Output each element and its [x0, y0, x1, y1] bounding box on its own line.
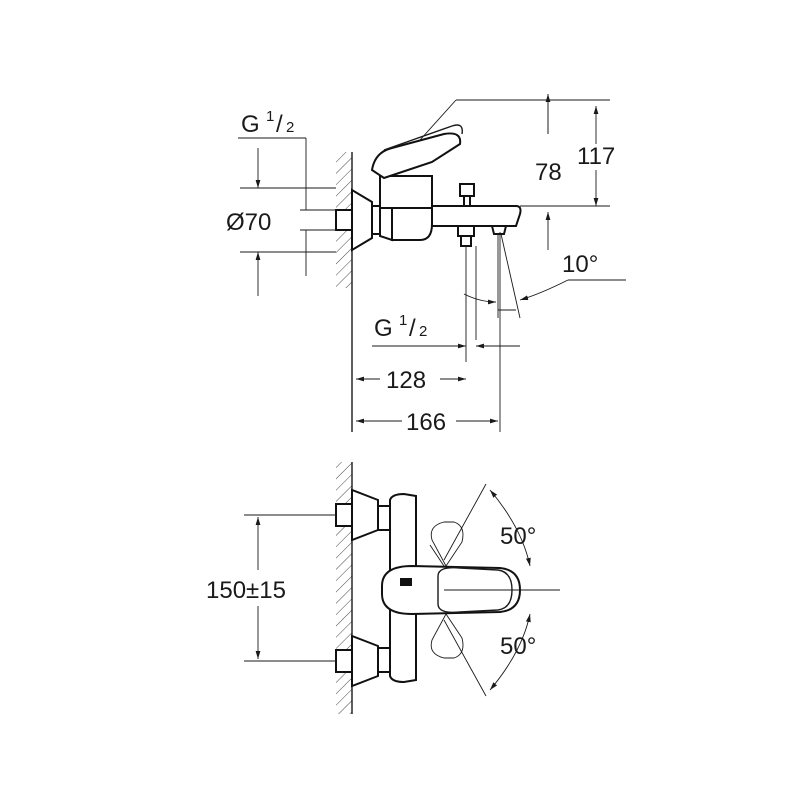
lever-angle-down-label: 50°	[500, 633, 536, 660]
outlet-thread-sub: 2	[419, 323, 427, 340]
inlet-thread-slash: /	[276, 111, 283, 138]
lower-connector	[335, 634, 391, 688]
depth-outlet-label: 128	[386, 367, 426, 394]
inlet-thread-dimension: G 1 / 2	[238, 108, 336, 296]
side-view: G 1 / 2 Ø70 78 117 10°	[226, 94, 626, 436]
height-spout-label: 78	[535, 159, 562, 186]
upper-connector	[335, 488, 391, 542]
wall-front	[336, 462, 353, 714]
inlet-thread-sup: 1	[266, 108, 274, 125]
lever-angle-up-label: 50°	[500, 523, 536, 550]
depth-total-dimension: 166	[356, 232, 501, 436]
front-view: 50° 50° 150±15	[206, 462, 560, 714]
inlet-thread-sub: 2	[286, 119, 294, 136]
faucet-body-side	[370, 124, 522, 362]
spout-angle-label: 10°	[562, 251, 598, 278]
diameter-label: Ø70	[226, 209, 271, 236]
lever-angle-dimensions: 50° 50°	[443, 483, 560, 697]
depth-total-label: 166	[406, 409, 446, 436]
center-distance-dimension: 150±15	[206, 514, 336, 662]
outlet-thread-slash: /	[409, 315, 416, 342]
spout-angle-dimension: 10°	[463, 251, 626, 311]
inlet-thread-label: G	[241, 111, 260, 138]
center-distance-label: 150±15	[206, 577, 286, 604]
wall-side	[336, 152, 353, 432]
inlet-connector	[335, 188, 393, 252]
height-lever-label: 117	[577, 143, 615, 170]
height-dimensions: 78 117	[419, 94, 615, 250]
outlet-thread-label: G	[374, 315, 393, 342]
outlet-thread-sup: 1	[399, 312, 407, 329]
lever-ghost-down	[430, 613, 464, 659]
depth-outlet-dimension: 128	[356, 367, 466, 394]
outlet-thread-dimension: G 1 / 2	[372, 312, 520, 349]
